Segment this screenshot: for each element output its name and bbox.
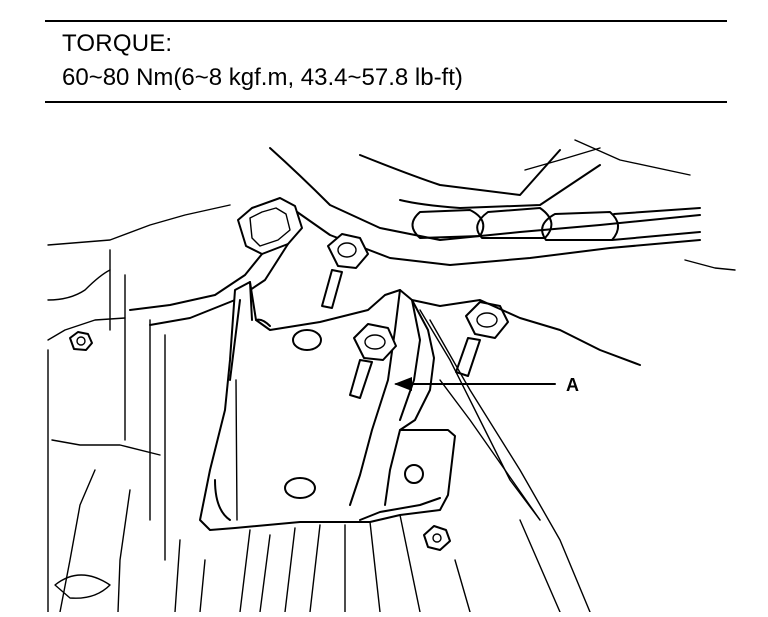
lower-frame-lines bbox=[239, 514, 561, 613]
torque-specification: 60~80 Nm(6~8 kgf.m, 43.4~57.8 lb-ft) bbox=[62, 64, 463, 91]
bolt-3-icon bbox=[455, 301, 509, 377]
engine-mount-bracket bbox=[199, 281, 456, 531]
bottom-rule bbox=[45, 101, 727, 103]
top-rule bbox=[45, 20, 727, 22]
torque-heading: TORQUE: bbox=[62, 30, 173, 57]
engine-background-lines bbox=[47, 204, 231, 613]
hose-bundle bbox=[269, 139, 736, 271]
right-wiring bbox=[411, 299, 641, 613]
connector-plug bbox=[129, 197, 303, 326]
nut-icon bbox=[69, 331, 93, 351]
bolt-1-icon bbox=[321, 233, 369, 309]
callout-a-label: A bbox=[566, 375, 579, 395]
bolt-2-icon bbox=[349, 323, 397, 399]
callout-a: A bbox=[394, 375, 579, 395]
lower-nut-icon bbox=[423, 525, 451, 551]
